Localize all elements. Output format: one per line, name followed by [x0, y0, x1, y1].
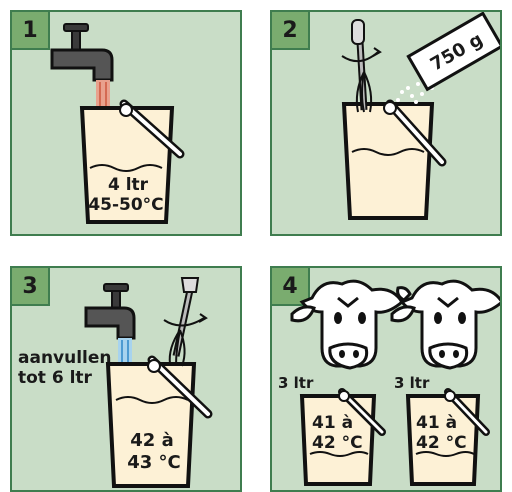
right-volume-label: 3 ltr [394, 374, 430, 392]
left-temperature-line-2: 42 °C [312, 433, 363, 453]
left-temperature-line-1: 41 à [312, 413, 353, 433]
tap-icon [86, 284, 134, 338]
step-3-illustration: 42 à 43 °C [12, 268, 242, 492]
step-2-illustration: 750 g [272, 12, 502, 236]
whisk-icon [164, 278, 206, 366]
tap-icon [52, 24, 112, 80]
left-volume-label: 3 ltr [278, 374, 314, 392]
bucket-icon [344, 104, 432, 218]
bucket-temperature-line-1: 42 à [130, 430, 173, 451]
step-2-panel: 2 750 g [270, 10, 502, 236]
milk-powder-bag-icon: 750 g [408, 13, 501, 89]
calf-head-icon [292, 281, 410, 368]
right-temperature-line-2: 42 °C [416, 433, 467, 453]
step-1-illustration: 4 ltr 45-50°C [12, 12, 242, 236]
whisk-icon [342, 20, 380, 112]
step-4-illustration: 3 ltr 41 à 42 °C 3 ltr 41 à 42 °C [272, 268, 502, 492]
right-temperature-line-1: 41 à [416, 413, 457, 433]
bucket-volume-label: 4 ltr [108, 175, 149, 195]
bucket-temperature-label: 45-50°C [88, 195, 163, 215]
bucket-temperature-line-2: 43 °C [127, 452, 181, 473]
step-4-panel: 4 [270, 266, 502, 492]
step-1-panel: 1 4 ltr 45-50°C [10, 10, 242, 236]
step-3-panel: 3 aanvullen tot 6 ltr [10, 266, 242, 492]
